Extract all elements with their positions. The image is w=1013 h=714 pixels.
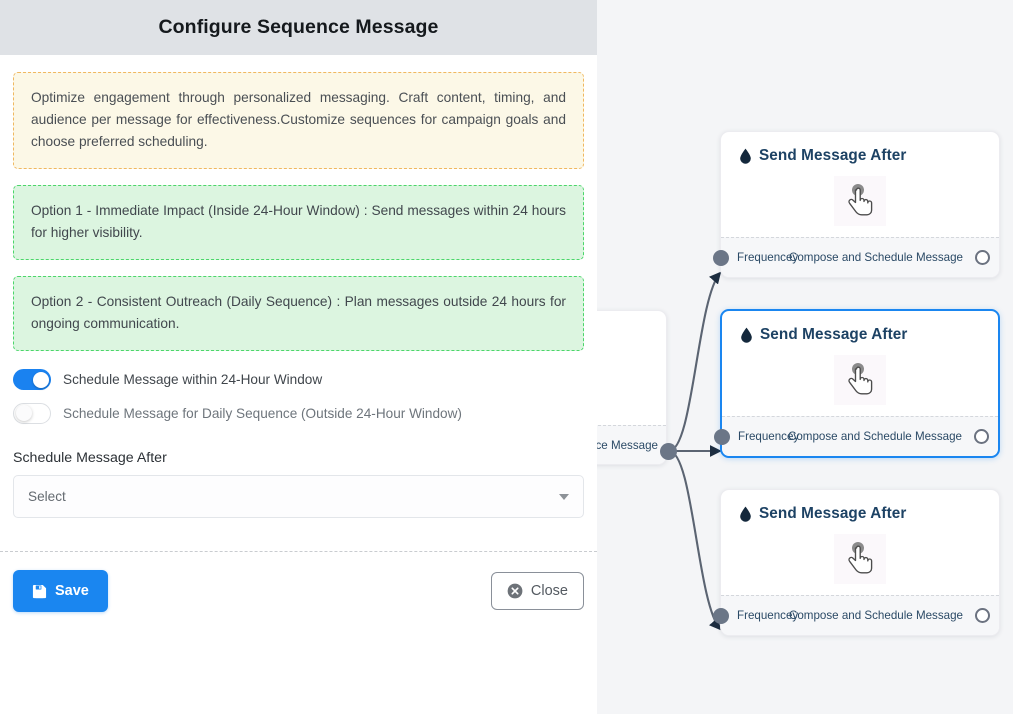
page-title: Configure Sequence Message <box>158 16 439 38</box>
chevron-down-icon <box>559 493 569 500</box>
flow-node-1-input-handle[interactable] <box>713 249 729 266</box>
schedule-after-value: Select <box>28 489 66 504</box>
edge-to-node-3 <box>668 449 722 631</box>
toggle-switch-24hour[interactable] <box>13 369 51 390</box>
flow-canvas[interactable]: ce Message Send Message After <box>597 0 1013 714</box>
flow-node-3-output-handle[interactable] <box>975 608 990 623</box>
hand-pointer-icon <box>834 534 886 584</box>
flow-node-3-body <box>721 523 999 595</box>
flow-node-2-footer: Frequencey Compose and Schedule Message <box>714 416 998 456</box>
close-button-label: Close <box>530 583 568 599</box>
toggle-row-24hour[interactable]: Schedule Message within 24-Hour Window <box>13 369 584 390</box>
flow-node-1-output-handle[interactable] <box>975 250 990 265</box>
source-node-partial[interactable]: ce Message <box>597 310 667 465</box>
flow-node-2-frequency-label: Frequencey <box>738 430 800 443</box>
toggle-row-daily-sequence[interactable]: Schedule Message for Daily Sequence (Out… <box>13 403 584 424</box>
panel-body: Optimize engagement through personalized… <box>0 55 597 518</box>
info-note-box: Optimize engagement through personalized… <box>13 72 584 169</box>
toggle-switch-daily-sequence[interactable] <box>13 403 51 424</box>
source-node-output-handle[interactable] <box>660 443 677 460</box>
flow-node-1-title: Send Message After <box>759 147 907 164</box>
toggle-label-24hour: Schedule Message within 24-Hour Window <box>63 372 323 387</box>
option-2-text: Option 2 - Consistent Outreach (Daily Se… <box>31 294 566 331</box>
hand-pointer-icon <box>834 176 886 226</box>
option-2-box: Option 2 - Consistent Outreach (Daily Se… <box>13 276 584 351</box>
flow-node-3[interactable]: Send Message After Frequencey Compose an… <box>713 489 1000 636</box>
flow-node-1-header: Send Message After <box>721 132 999 165</box>
flow-node-3-header: Send Message After <box>721 490 999 523</box>
tint-droplet-icon <box>740 327 753 343</box>
flow-node-2-title: Send Message After <box>760 326 908 343</box>
save-floppy-icon <box>32 584 47 599</box>
source-node-label: ce Message <box>597 438 658 452</box>
option-1-text: Option 1 - Immediate Impact (Inside 24-H… <box>31 203 566 240</box>
panel-header: Configure Sequence Message <box>0 0 597 55</box>
toggle-knob <box>15 405 32 421</box>
flow-node-3-frequency-label: Frequencey <box>737 609 799 622</box>
flow-node-3-title: Send Message After <box>759 505 907 522</box>
flow-node-3-input-handle[interactable] <box>713 607 729 624</box>
flow-node-1-body <box>721 165 999 237</box>
flow-node-3-footer: Frequencey Compose and Schedule Message <box>713 595 999 635</box>
save-button-label: Save <box>55 583 89 599</box>
flow-node-3-compose-label: Compose and Schedule Message <box>788 609 963 622</box>
tint-droplet-icon <box>739 148 752 164</box>
flow-node-2-body <box>722 344 998 416</box>
close-circle-icon <box>507 583 523 599</box>
flow-node-2-compose-label: Compose and Schedule Message <box>787 430 962 443</box>
flow-node-2-input-handle[interactable] <box>714 428 730 445</box>
flow-node-1-frequency-label: Frequencey <box>737 251 799 264</box>
info-note-text: Optimize engagement through personalized… <box>31 90 566 149</box>
footer-divider <box>0 551 597 552</box>
panel-footer: Save Close <box>0 552 597 630</box>
schedule-after-label: Schedule Message After <box>13 450 167 466</box>
option-1-box: Option 1 - Immediate Impact (Inside 24-H… <box>13 185 584 260</box>
toggle-knob <box>32 371 49 388</box>
flow-node-2-output-handle[interactable] <box>974 429 989 444</box>
flow-node-2[interactable]: Send Message After Frequencey Compose an… <box>714 309 1000 458</box>
save-button[interactable]: Save <box>13 570 108 612</box>
flow-node-1-footer: Frequencey Compose and Schedule Message <box>713 237 999 277</box>
flow-node-2-header: Send Message After <box>722 311 998 344</box>
source-node-footer: ce Message <box>597 425 666 464</box>
configure-sequence-panel: Configure Sequence Message Optimize enga… <box>0 0 597 630</box>
close-button[interactable]: Close <box>490 572 584 610</box>
toggle-label-daily-sequence: Schedule Message for Daily Sequence (Out… <box>63 406 462 421</box>
flow-node-1[interactable]: Send Message After Frequencey Compose an… <box>713 131 1000 278</box>
flow-node-1-compose-label: Compose and Schedule Message <box>788 251 963 264</box>
hand-pointer-icon <box>834 355 886 405</box>
schedule-after-select[interactable]: Select <box>13 475 584 518</box>
tint-droplet-icon <box>739 506 752 522</box>
edge-to-node-1 <box>668 271 722 453</box>
